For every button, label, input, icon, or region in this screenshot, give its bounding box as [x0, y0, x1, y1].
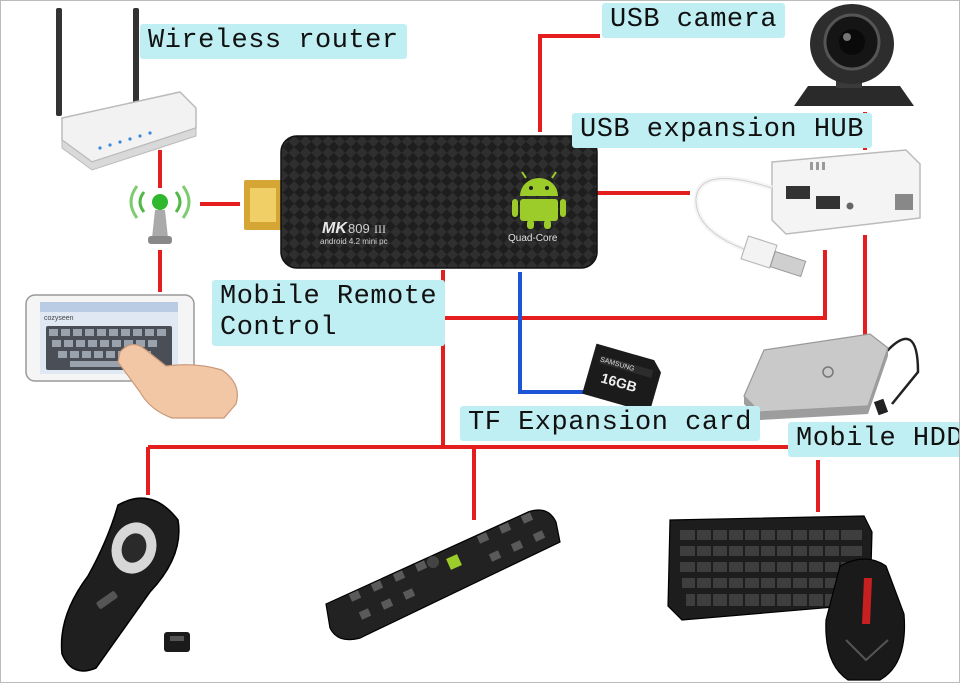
label-wireless-router: Wireless router [140, 24, 407, 60]
label-mobile-hdd: Mobile HDD [788, 422, 960, 458]
connection-lines [146, 34, 867, 520]
usb-hub-icon [693, 149, 921, 278]
tablet-brand-text: cozyseen [44, 315, 74, 322]
label-mobile-remote: Mobile Remote Control [212, 280, 446, 347]
device-model-suffix-text: III [374, 222, 386, 236]
device-os-text: android 4.2 mini pc [320, 237, 388, 246]
mini-keyboard-remote-icon [325, 509, 561, 641]
android-logo-icon [512, 171, 566, 229]
device-brand-text: MK [322, 220, 348, 237]
mk809-device-icon: MK 809 III android 4.2 mini pc Quad-Core [244, 135, 598, 269]
wireless-router-icon [56, 8, 197, 171]
device-core-text: Quad-Core [508, 233, 558, 244]
device-model-text: 809 [348, 221, 370, 236]
line-hub-to-bus [443, 250, 827, 320]
tf-card-icon: SAMSUNG 16GB [582, 343, 662, 413]
mobile-hdd-icon [743, 333, 920, 420]
air-mouse-remote-icon [60, 497, 190, 672]
gaming-mouse-icon [825, 558, 906, 681]
line-stick-to-camera [538, 34, 600, 132]
line-stick-to-tf-card [518, 272, 590, 394]
label-usb-camera: USB camera [602, 3, 786, 39]
label-tf-card: TF Expansion card [460, 406, 760, 442]
label-usb-hub: USB expansion HUB [572, 113, 872, 149]
wifi-signal-icon [129, 185, 191, 244]
usb-camera-icon [794, 4, 914, 106]
tablet-remote-icon: cozyseen [25, 294, 238, 419]
